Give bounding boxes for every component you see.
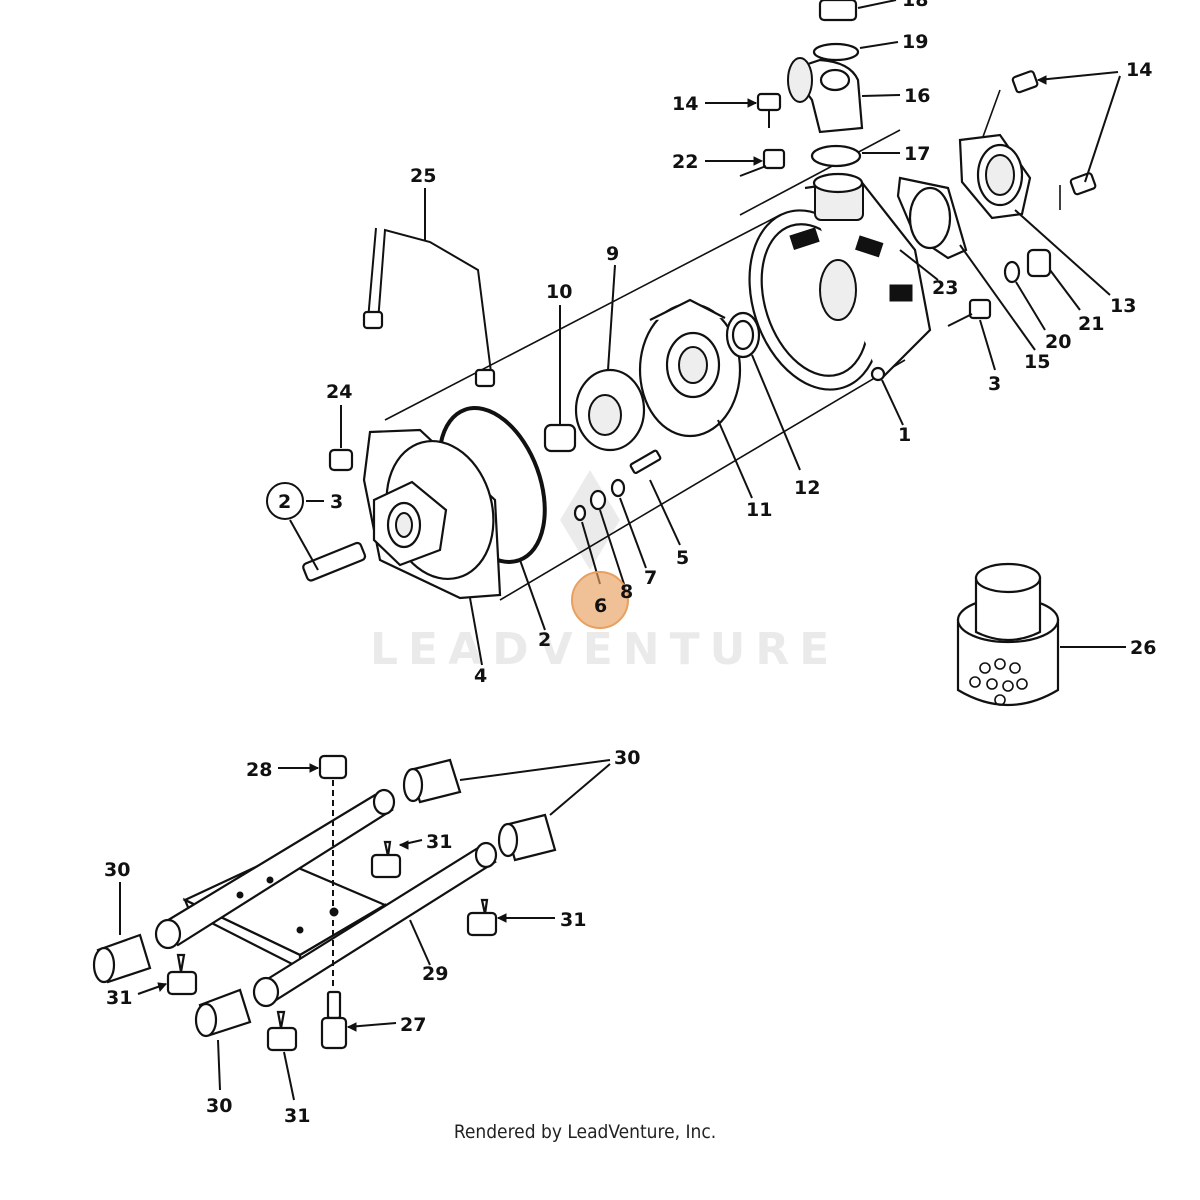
watermark-logo [560, 470, 620, 570]
part-5-screw[interactable] [629, 449, 681, 546]
callout-31-c[interactable]: 31 [106, 987, 132, 1009]
callout-20[interactable]: 20 [1045, 331, 1071, 353]
part-9-impeller[interactable] [574, 264, 646, 452]
callout-3-left[interactable]: 3 [330, 491, 343, 513]
callout-3-right[interactable]: 3 [988, 373, 1001, 395]
part-8-spacer[interactable] [589, 489, 625, 585]
highlight-marker-6[interactable] [571, 571, 629, 629]
assembly-guide-lines [384, 89, 1061, 601]
part-13-cover[interactable] [958, 133, 1111, 296]
part-12-seal[interactable] [725, 311, 801, 471]
part-21-plug[interactable] [1026, 248, 1081, 311]
part-31-foot-a[interactable] [370, 839, 423, 879]
callout-12[interactable]: 12 [794, 477, 820, 499]
callout-21[interactable]: 21 [1078, 313, 1104, 335]
callout-31-a[interactable]: 31 [426, 831, 452, 853]
callout-10[interactable]: 10 [546, 281, 572, 303]
part-30-sleeve-left[interactable] [92, 882, 152, 984]
callout-14-right[interactable]: 14 [1126, 59, 1152, 81]
part-25-tube[interactable] [362, 188, 496, 388]
callout-17[interactable]: 17 [904, 143, 930, 165]
callout-22[interactable]: 22 [672, 151, 698, 173]
callout-31-b[interactable]: 31 [560, 909, 586, 931]
part-3-bolt-right[interactable] [947, 298, 996, 371]
callout-8[interactable]: 8 [620, 581, 633, 603]
callout-2-circle [266, 482, 304, 520]
part-14-bolts-right[interactable] [1011, 70, 1121, 196]
callout-2[interactable]: 2 [538, 629, 551, 651]
part-22-screw[interactable] [705, 148, 786, 177]
part-15-leader [959, 244, 1036, 351]
footer-credit: Rendered by LeadVenture, Inc. [453, 1121, 717, 1143]
part-31-foot-b[interactable] [466, 898, 555, 937]
callout-1[interactable]: 1 [898, 424, 911, 446]
callout-30-left[interactable]: 30 [104, 859, 130, 881]
part-17-oring[interactable] [810, 144, 900, 168]
callout-19[interactable]: 19 [902, 31, 928, 53]
callout-23[interactable]: 23 [932, 277, 958, 299]
callout-16[interactable]: 16 [904, 85, 930, 107]
callout-30-top[interactable]: 30 [614, 747, 640, 769]
callout-15[interactable]: 15 [1024, 351, 1050, 373]
callout-14-left[interactable]: 14 [672, 93, 698, 115]
part-30-sleeve-bottom[interactable] [194, 988, 252, 1091]
part-18-fitting[interactable] [818, 0, 897, 22]
callout-30-bottom[interactable]: 30 [206, 1095, 232, 1117]
callout-25[interactable]: 25 [410, 165, 436, 187]
part-26-strainer[interactable] [956, 562, 1126, 706]
part-30-sleeve-top-b[interactable] [497, 763, 611, 862]
callout-5[interactable]: 5 [676, 547, 689, 569]
part-27-bolt[interactable] [320, 990, 397, 1050]
strainer-holes [969, 658, 1028, 706]
part-31-foot-d[interactable] [266, 1010, 298, 1101]
part-3-stud[interactable] [289, 500, 367, 582]
part-31-foot-c[interactable] [137, 953, 198, 996]
callout-9[interactable]: 9 [606, 243, 619, 265]
callout-28[interactable]: 28 [246, 759, 272, 781]
part-19-oring[interactable] [812, 41, 899, 62]
part-24-nut[interactable] [328, 405, 354, 472]
callout-26[interactable]: 26 [1130, 637, 1156, 659]
part-14-bolt-left[interactable] [705, 92, 782, 128]
part-11-volute[interactable] [638, 298, 753, 499]
part-1-pump-housing[interactable] [728, 172, 932, 426]
callout-2-in-circle[interactable]: 2 [278, 491, 291, 513]
part-4-adapter-plate[interactable] [362, 428, 508, 666]
watermark-text: LEADVENTURE [370, 624, 839, 675]
callout-29[interactable]: 29 [422, 963, 448, 985]
part-16-elbow[interactable] [787, 57, 901, 134]
callout-18[interactable]: 18 [902, 0, 928, 11]
part-28-nut[interactable] [278, 754, 348, 990]
callout-7[interactable]: 7 [644, 567, 657, 589]
callout-4[interactable]: 4 [474, 665, 487, 687]
callout-24[interactable]: 24 [326, 381, 352, 403]
part-10-nut[interactable] [543, 305, 577, 453]
callout-labels: 18 19 16 14 14 22 17 25 9 10 23 13 21 20… [104, 0, 1156, 1127]
part-30-sleeve-top-a[interactable] [402, 758, 611, 804]
part-23-gasket[interactable] [896, 176, 968, 281]
callout-31-d[interactable]: 31 [284, 1105, 310, 1127]
callout-27[interactable]: 27 [400, 1014, 426, 1036]
part-20-washer[interactable] [1003, 260, 1046, 331]
callout-6[interactable]: 6 [594, 595, 607, 617]
callout-13[interactable]: 13 [1110, 295, 1136, 317]
part-7-spring[interactable] [610, 478, 647, 569]
callout-11[interactable]: 11 [746, 499, 772, 521]
